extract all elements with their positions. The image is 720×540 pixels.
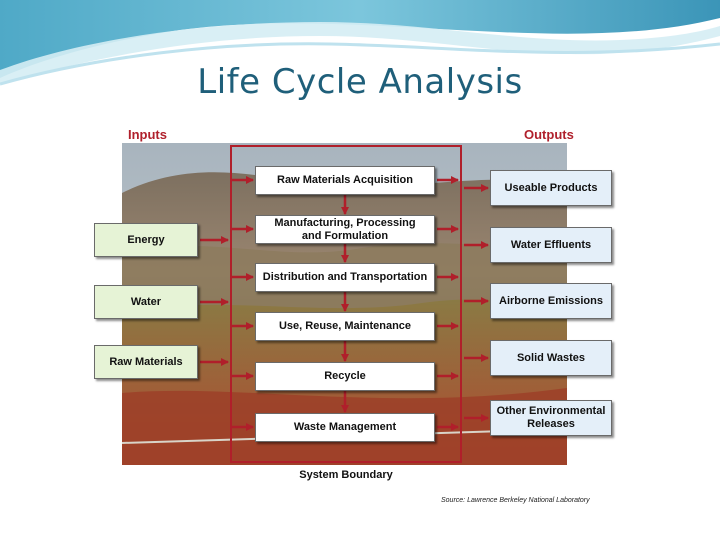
- stage-distribution: Distribution and Transportation: [255, 263, 435, 292]
- source-credit: Source: Lawrence Berkeley National Labor…: [441, 497, 590, 504]
- output-useable-products: Useable Products: [490, 170, 612, 206]
- system-boundary-label: System Boundary: [299, 469, 393, 481]
- system-boundary: [230, 145, 462, 463]
- outputs-heading: Outputs: [524, 127, 574, 142]
- inputs-heading: Inputs: [128, 127, 167, 142]
- output-water-effluents: Water Effluents: [490, 227, 612, 263]
- output-solid-wastes: Solid Wastes: [490, 340, 612, 376]
- input-water: Water: [94, 285, 198, 319]
- stage-use-reuse: Use, Reuse, Maintenance: [255, 312, 435, 341]
- stage-recycle: Recycle: [255, 362, 435, 391]
- input-raw-materials: Raw Materials: [94, 345, 198, 379]
- output-airborne-emissions: Airborne Emissions: [490, 283, 612, 319]
- header-wave-decoration: [0, 0, 720, 86]
- stage-raw-materials-acquisition: Raw Materials Acquisition: [255, 166, 435, 195]
- stage-manufacturing: Manufacturing, Processing and Formulatio…: [255, 215, 435, 244]
- output-other-environmental-releases: Other Environmental Releases: [490, 400, 612, 436]
- flow-arrows: [200, 176, 489, 431]
- slide-title: Life Cycle Analysis: [197, 62, 523, 102]
- stage-waste-management: Waste Management: [255, 413, 435, 442]
- input-energy: Energy: [94, 223, 198, 257]
- life-cycle-diagram: Inputs Outputs System Boundary: [92, 125, 622, 490]
